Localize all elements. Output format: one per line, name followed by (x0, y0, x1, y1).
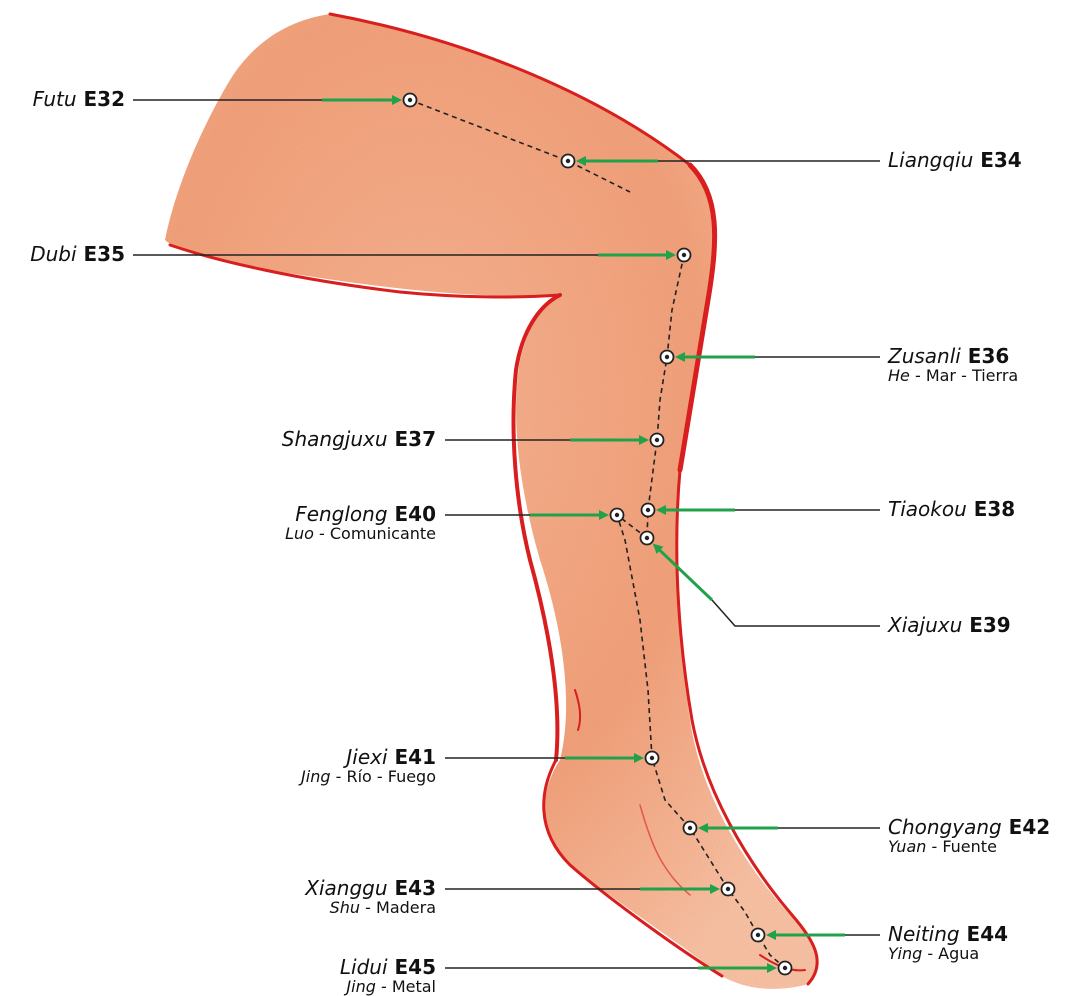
point-marker-e36 (661, 351, 674, 364)
label-e35-name: Dubi (30, 242, 76, 266)
point-marker-e35 (678, 249, 691, 262)
label-e43-name: Xianggu (305, 876, 387, 900)
label-e44-main: Neiting E44 (888, 924, 1008, 944)
label-e45-type: Jing (346, 977, 375, 996)
label-e39: Xiajuxu E39 (888, 615, 1011, 635)
label-e44-code: E44 (960, 922, 1008, 946)
label-e41-code: E41 (388, 745, 436, 769)
label-e40-type: Luo (285, 524, 314, 543)
label-e41-sub: Jing - Río - Fuego (301, 769, 436, 785)
label-e37-code: E37 (388, 427, 436, 451)
label-e37: Shangjuxu E37 (282, 429, 436, 449)
label-e39-main: Xiajuxu E39 (888, 615, 1011, 635)
label-e41-name: Jiexi (346, 745, 387, 769)
label-e34-main: Liangqiu E34 (888, 150, 1022, 170)
label-e45-sub: Jing - Metal (340, 979, 436, 995)
label-e43-sub: Shu - Madera (305, 900, 436, 916)
label-e42-detail: - Fuente (926, 837, 997, 856)
label-e37-name: Shangjuxu (282, 427, 388, 451)
label-e32-name: Futu (33, 87, 77, 111)
point-marker-e45 (779, 962, 792, 975)
point-marker-e38 (642, 504, 655, 517)
label-e42-name: Chongyang (888, 815, 1002, 839)
label-e35: Dubi E35 (30, 244, 125, 264)
point-marker-e39 (641, 532, 654, 545)
label-e43-main: Xianggu E43 (305, 878, 436, 898)
label-e41-type: Jing (301, 767, 330, 786)
label-e43-type: Shu (330, 898, 360, 917)
label-e42-type: Yuan (888, 837, 926, 856)
label-e35-code: E35 (77, 242, 125, 266)
point-marker-e37 (651, 434, 664, 447)
label-e38-name: Tiaokou (888, 497, 967, 521)
label-e40-sub: Luo - Comunicante (285, 526, 436, 542)
point-marker-e43 (722, 883, 735, 896)
label-e41-detail: - Río - Fuego (331, 767, 437, 786)
point-marker-e34 (562, 155, 575, 168)
label-e40-detail: - Comunicante (314, 524, 436, 543)
label-e38-main: Tiaokou E38 (888, 499, 1015, 519)
label-e32: Futu E32 (33, 89, 125, 109)
label-e42-code: E42 (1002, 815, 1050, 839)
point-marker-e42 (684, 822, 697, 835)
label-e32-code: E32 (77, 87, 125, 111)
label-e34-code: E34 (973, 148, 1021, 172)
leg-shape (165, 14, 818, 989)
label-e45-main: Lidui E45 (340, 957, 436, 977)
label-e43-detail: - Madera (360, 898, 436, 917)
label-e37-main: Shangjuxu E37 (282, 429, 436, 449)
point-marker-e32 (404, 94, 417, 107)
label-e43-code: E43 (388, 876, 436, 900)
label-e36-main: Zusanli E36 (888, 346, 1018, 366)
label-e45-detail: - Metal (376, 977, 436, 996)
label-e40-main: Fenglong E40 (285, 504, 436, 524)
label-e36-sub: He - Mar - Tierra (888, 368, 1018, 384)
label-e38: Tiaokou E38 (888, 499, 1015, 519)
label-e35-main: Dubi E35 (30, 244, 125, 264)
label-e44-sub: Ying - Agua (888, 946, 1008, 962)
label-e38-code: E38 (967, 497, 1015, 521)
label-e34-name: Liangqiu (888, 148, 973, 172)
label-e36-type: He (888, 366, 910, 385)
label-e36-name: Zusanli (888, 344, 961, 368)
label-e44-type: Ying (888, 944, 922, 963)
label-e34: Liangqiu E34 (888, 150, 1022, 170)
point-marker-e44 (752, 929, 765, 942)
label-e36-code: E36 (961, 344, 1009, 368)
label-e39-code: E39 (962, 613, 1010, 637)
label-e45-code: E45 (388, 955, 436, 979)
point-marker-e40 (611, 509, 624, 522)
label-e40-name: Fenglong (295, 502, 387, 526)
leader-e39 (712, 600, 880, 626)
label-e32-main: Futu E32 (33, 89, 125, 109)
label-e41-main: Jiexi E41 (301, 747, 436, 767)
leg-texture (165, 14, 818, 989)
label-e44-detail: - Agua (922, 944, 979, 963)
label-e42-sub: Yuan - Fuente (888, 839, 1050, 855)
label-e39-name: Xiajuxu (888, 613, 962, 637)
label-e36-detail: - Mar - Tierra (910, 366, 1018, 385)
point-marker-e41 (646, 752, 659, 765)
label-e42-main: Chongyang E42 (888, 817, 1050, 837)
label-e45-name: Lidui (340, 955, 388, 979)
label-e40-code: E40 (388, 502, 436, 526)
label-e44-name: Neiting (888, 922, 960, 946)
